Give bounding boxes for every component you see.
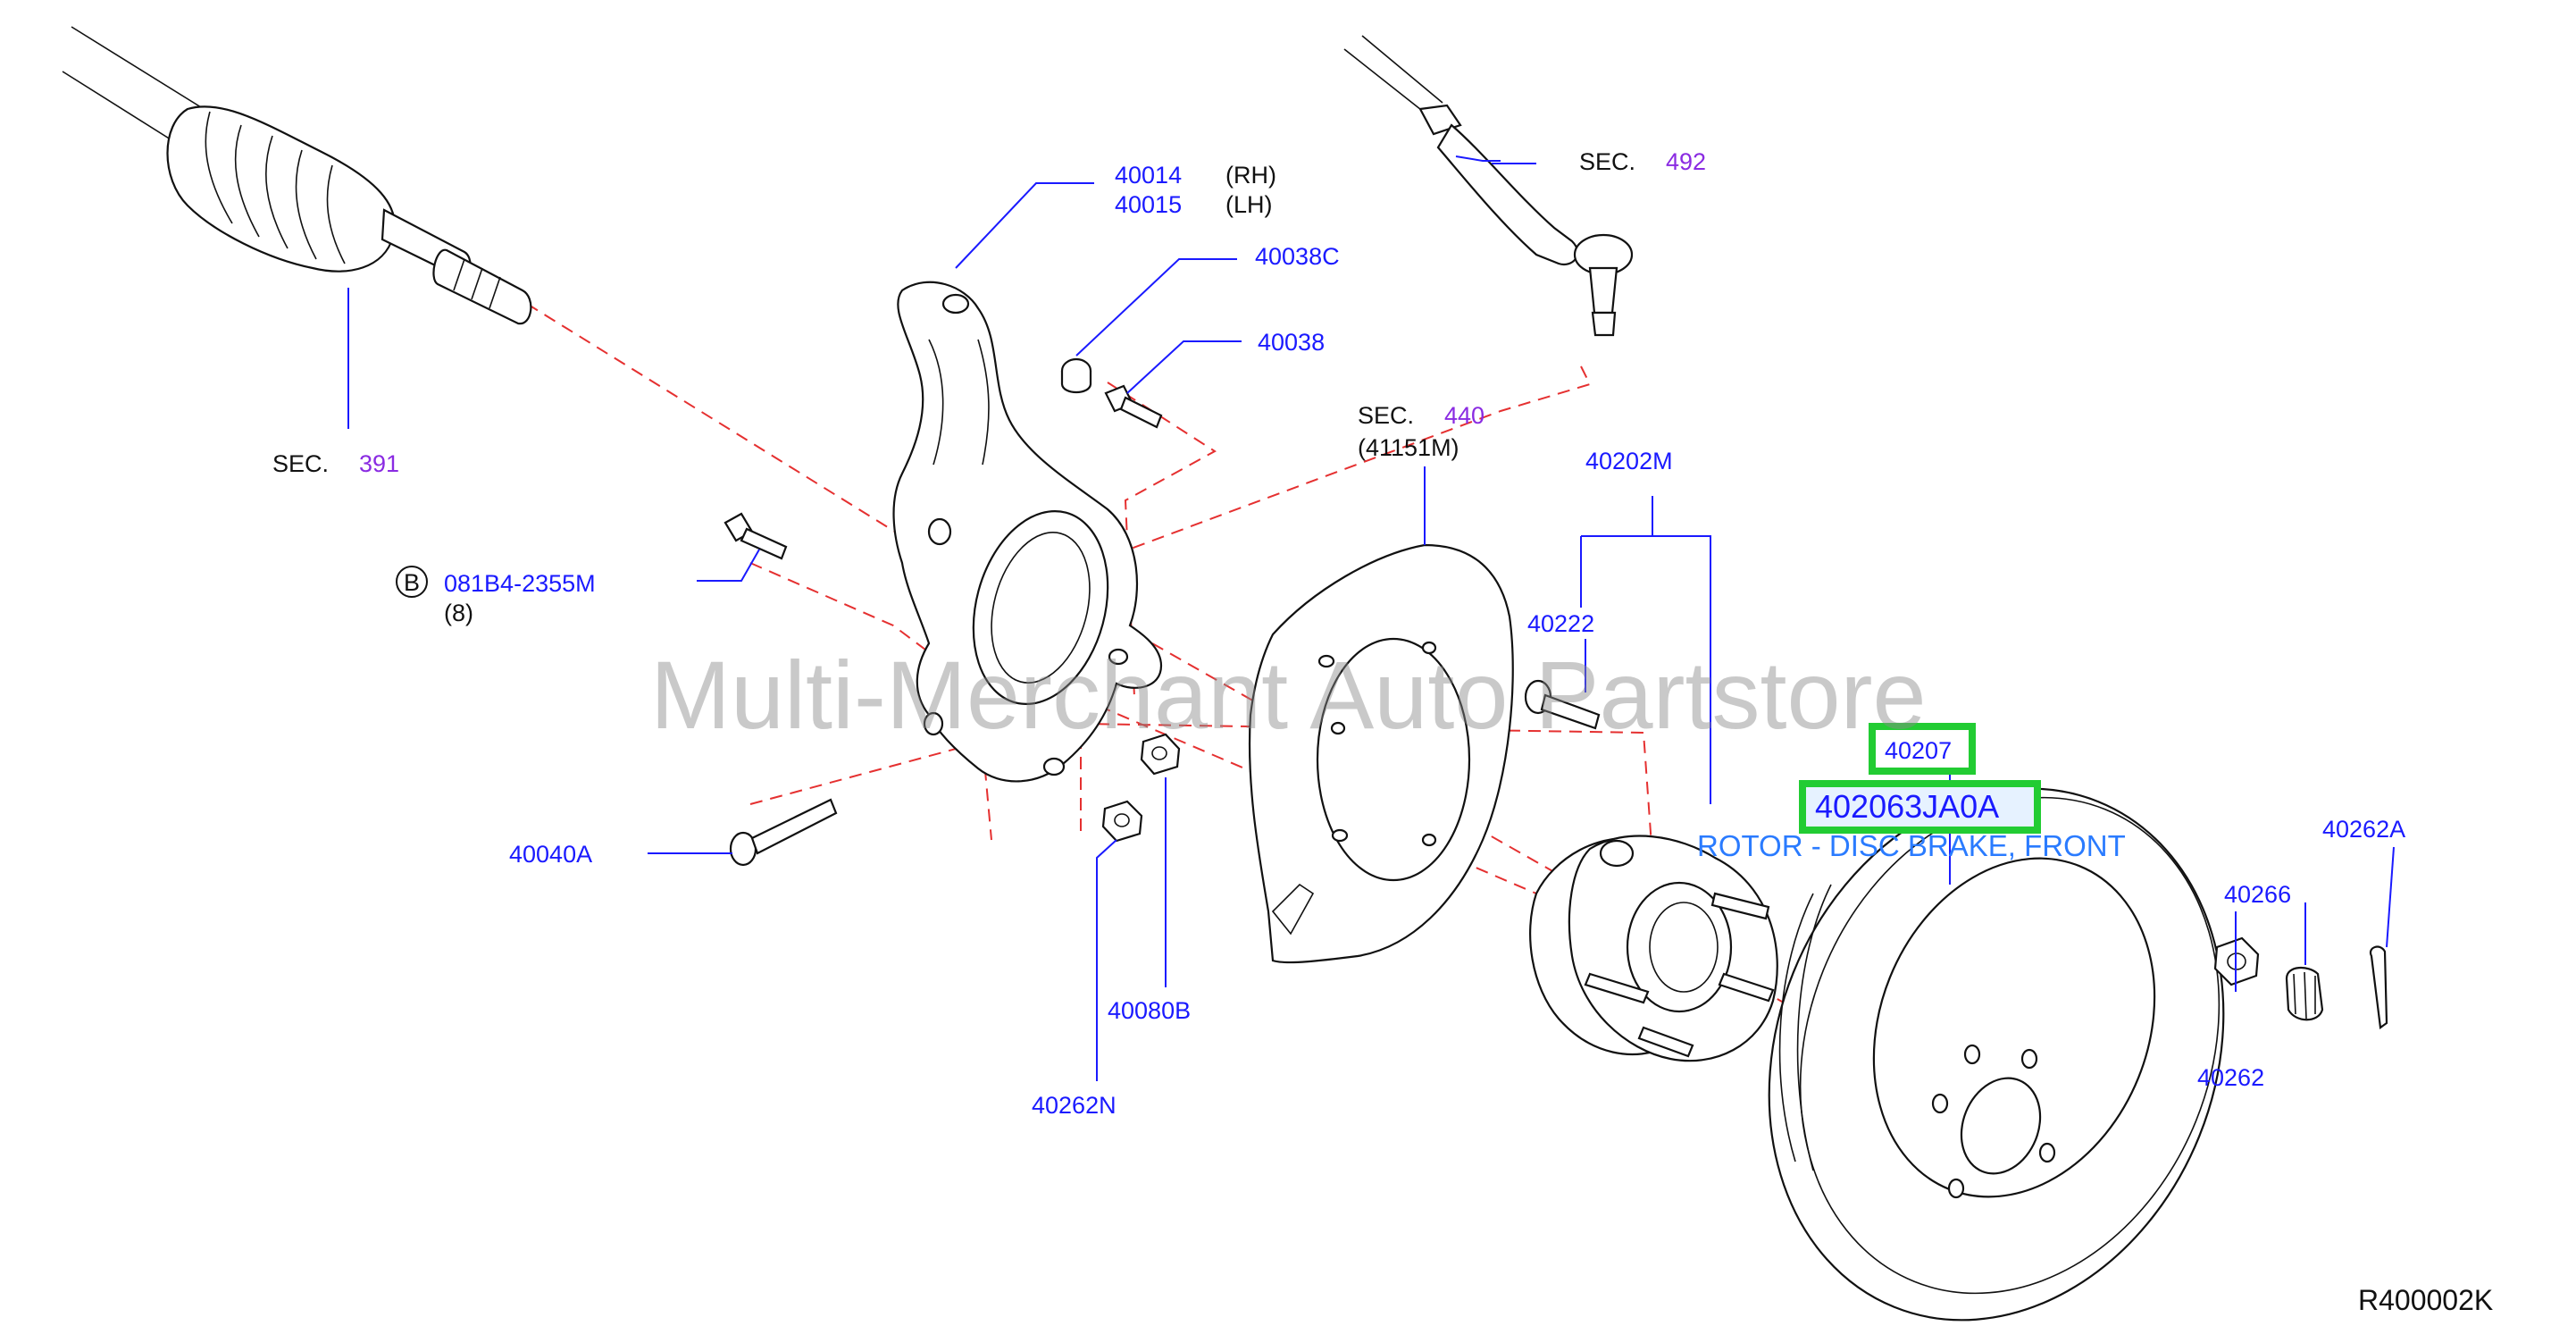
label-40202m[interactable]: 40202M (1585, 448, 1673, 474)
bolt-40038 (1104, 384, 1163, 429)
section-ref-391[interactable]: SEC. 391 (272, 450, 399, 477)
label-40262a[interactable]: 40262A (2322, 816, 2405, 843)
nut-40080b (1140, 733, 1181, 776)
sec492-prefix: SEC. (1579, 148, 1635, 175)
hub-bearing-assembly (1529, 835, 1778, 1062)
rotor-highlight[interactable]: 40207 402063JA0A ROTOR - DISC BRAKE, FRO… (1697, 723, 2126, 862)
badge-b-letter: B (404, 569, 420, 596)
label-40262n[interactable]: 40262N (1032, 1092, 1117, 1119)
label-081b4-part[interactable]: 081B4-2355M (444, 570, 596, 597)
sec391-number[interactable]: 391 (359, 450, 399, 477)
label-081b4-qty: (8) (444, 600, 473, 626)
label-40207[interactable]: 40207 (1885, 737, 1952, 764)
bushing-40038c (1060, 357, 1092, 394)
bolt-081b4-2355m (723, 512, 788, 560)
label-40014[interactable]: 40014 (1115, 162, 1182, 189)
cotter-pin-40262a (2369, 945, 2388, 1029)
label-40015[interactable]: 40015 (1115, 191, 1182, 218)
label-40222[interactable]: 40222 (1527, 610, 1594, 637)
highlight-box-40207 (1869, 723, 1976, 775)
dust-shield (1248, 543, 1514, 964)
nut-40266 (2285, 967, 2324, 1021)
label-40080b[interactable]: 40080B (1108, 997, 1191, 1024)
sec440-prefix: SEC. (1358, 402, 1414, 429)
bolt-40040a (729, 798, 838, 867)
label-lh: (LH) (1225, 191, 1273, 218)
highlight-box-part (1799, 780, 2041, 834)
steering-knuckle (892, 281, 1163, 783)
washer-40262n (1101, 800, 1143, 843)
watermark-text: Multi-Merchant Auto Partstore (650, 641, 1927, 749)
leader-lines (347, 155, 2395, 1081)
label-40038c[interactable]: 40038C (1255, 243, 1340, 270)
label-40262[interactable]: 40262 (2197, 1064, 2264, 1091)
sec391-prefix: SEC. (272, 450, 329, 477)
hub-bolt-40222 (1524, 679, 1601, 730)
brake-rotor (1768, 787, 2225, 1322)
diagram-code: R400002K (2358, 1284, 2493, 1316)
tie-rod-end (1343, 35, 1634, 337)
badge-b-circle (396, 566, 428, 598)
sec440-subref: (41151M) (1358, 434, 1459, 461)
drive-shaft (62, 26, 532, 325)
section-ref-492[interactable]: SEC. 492 (1579, 148, 1706, 175)
label-40038[interactable]: 40038 (1258, 329, 1325, 356)
label-rh: (RH) (1225, 162, 1276, 189)
section-ref-440[interactable]: SEC. 440 (41151M) (1358, 402, 1485, 461)
label-40040a[interactable]: 40040A (509, 841, 592, 868)
sec492-number[interactable]: 492 (1666, 148, 1706, 175)
label-081b4-2355m[interactable]: B 081B4-2355M (8) (396, 566, 596, 626)
sec440-number[interactable]: 440 (1444, 402, 1485, 429)
highlight-fill-part (1802, 784, 2037, 830)
label-40266[interactable]: 40266 (2224, 881, 2291, 908)
highlight-part-number[interactable]: 402063JA0A (1815, 788, 1999, 825)
highlight-description: ROTOR - DISC BRAKE, FRONT (1697, 829, 2126, 862)
